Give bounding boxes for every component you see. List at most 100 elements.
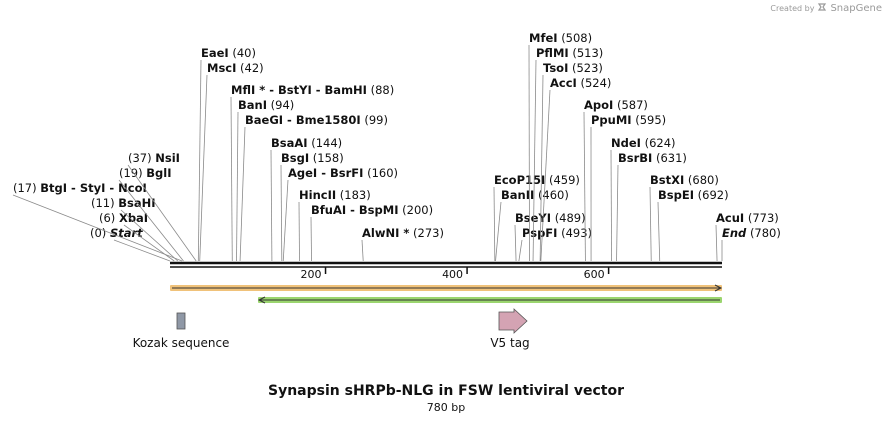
site-enzyme: EaeI (201, 46, 229, 60)
feature-v5-arrow (498, 308, 528, 334)
site-connector (280, 164, 283, 262)
site-label: AgeI - BsrFI (160) (288, 166, 398, 180)
site-connector (616, 164, 619, 262)
site-connector (298, 201, 300, 262)
construct-length: 780 bp (426, 401, 466, 414)
site-connector (12, 194, 183, 262)
site-connector (127, 164, 197, 262)
site-enzyme: HincII (299, 188, 336, 202)
site-position: (524) (580, 76, 611, 90)
site-position: (94) (271, 98, 295, 112)
site-connector (649, 186, 652, 262)
site-connector (310, 216, 312, 262)
site-enzyme: BsgI (281, 151, 309, 165)
site-position: (624) (645, 136, 676, 150)
site-label: NdeI (624) (611, 136, 676, 150)
ruler-tick-label: 200 (301, 268, 322, 281)
site-label: HincII (183) (299, 188, 371, 202)
site-connector (270, 149, 273, 262)
site-label: (19) BglI (119, 166, 171, 180)
credit: Created by SnapGene (770, 2, 882, 14)
site-enzyme: MscI (207, 61, 236, 75)
site-connector (123, 224, 175, 262)
site-label: (11) BsaHI (91, 196, 156, 210)
site-position: (513) (572, 46, 603, 60)
feature-label: V5 tag (490, 336, 529, 350)
site-enzyme: PspFI (522, 226, 557, 240)
site-label: PspFI (493) (522, 226, 592, 240)
site-enzyme: EcoP15I (494, 173, 545, 187)
site-label: MflI * - BstYI - BamHI (88) (231, 83, 394, 97)
site-connector (495, 201, 502, 262)
site-label: End (780) (722, 226, 781, 240)
site-label: BseYI (489) (515, 211, 586, 225)
site-position: (88) (371, 83, 395, 97)
site-label: BstXI (680) (650, 173, 719, 187)
site-label: AcuI (773) (716, 211, 779, 225)
site-position: (19) (119, 166, 143, 180)
site-enzyme: BstXI (650, 173, 684, 187)
site-label: PflMI (513) (536, 46, 603, 60)
site-label: (37) NsiI (128, 151, 180, 165)
site-position: (11) (91, 196, 115, 210)
site-label: TsoI (523) (543, 61, 603, 75)
site-label: BaeGI - Bme1580I (99) (245, 113, 388, 127)
site-label: BanI (94) (238, 98, 294, 112)
site-connector (230, 96, 233, 262)
site-label: BsaAI (144) (271, 136, 342, 150)
site-position: (587) (617, 98, 648, 112)
site-connector (239, 126, 246, 262)
site-label: MscI (42) (207, 61, 264, 75)
orf-arrow-icon (257, 296, 266, 304)
site-connector (118, 179, 184, 262)
site-position: (489) (555, 211, 586, 225)
site-position: (17) (13, 181, 37, 195)
ruler-tick-label: 400 (442, 268, 463, 281)
site-enzyme: BtgI - StyI - NcoI (40, 181, 147, 195)
site-enzyme: XbaI (119, 211, 148, 225)
site-position: (459) (549, 173, 580, 187)
site-enzyme: BsaAI (271, 136, 308, 150)
site-position: (273) (413, 226, 444, 240)
site-enzyme: Start (110, 226, 143, 240)
site-label: AccI (524) (550, 76, 611, 90)
site-label: (17) BtgI - StyI - NcoI (13, 181, 147, 195)
site-position: (460) (538, 188, 569, 202)
site-enzyme: End (722, 226, 747, 240)
construct-title: Synapsin sHRPb-NLG in FSW lentiviral vec… (268, 383, 624, 399)
credit-prefix: Created by (770, 3, 815, 13)
site-enzyme: BglI (146, 166, 171, 180)
site-label: EaeI (40) (201, 46, 256, 60)
site-connector (514, 224, 517, 262)
site-position: (40) (232, 46, 256, 60)
site-label: EcoP15I (459) (494, 173, 580, 187)
site-position: (680) (688, 173, 719, 187)
site-position: (37) (128, 151, 152, 165)
site-position: (183) (340, 188, 371, 202)
site-connector (120, 209, 179, 262)
site-label: MfeI (508) (529, 31, 592, 45)
site-connector (540, 89, 551, 262)
feature-kozak-box (176, 312, 186, 330)
site-connector (518, 239, 523, 262)
site-position: (523) (572, 61, 603, 75)
site-connector (657, 201, 661, 262)
site-position: (144) (311, 136, 342, 150)
ruler-tick-label: 600 (584, 268, 605, 281)
snapgene-logo-icon (817, 2, 827, 14)
site-label: BfuAI - BspMI (200) (311, 203, 433, 217)
site-label: BsgI (158) (281, 151, 344, 165)
site-enzyme: AlwNI * (362, 226, 409, 240)
site-enzyme: BanI (238, 98, 267, 112)
site-enzyme: AcuI (716, 211, 744, 225)
site-connector (361, 239, 364, 262)
site-label: (6) XbaI (99, 211, 148, 225)
site-position: (160) (367, 166, 398, 180)
site-connector (236, 111, 239, 262)
site-connector (493, 186, 496, 262)
site-label: PpuMI (595) (591, 113, 666, 127)
site-position: (692) (698, 188, 729, 202)
site-enzyme: ApoI (584, 98, 613, 112)
credit-brand: SnapGene (830, 2, 882, 14)
